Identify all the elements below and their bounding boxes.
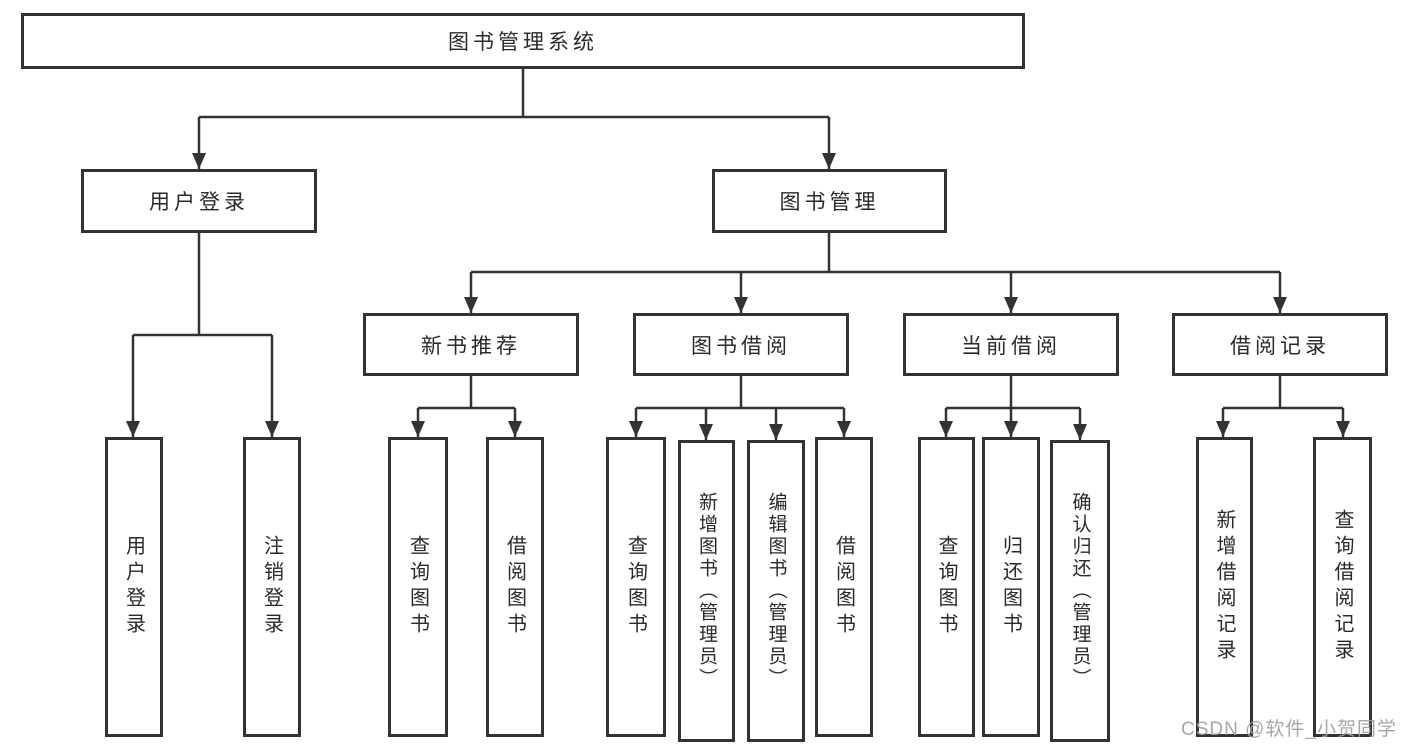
edges-current-borrow-children [939,376,1087,440]
csdn-watermark: CSDN @软件_小贺同学 [1181,719,1397,740]
node-book-borrow: 图书借阅 [633,313,849,376]
edges-new-book-recommend-children [411,376,522,437]
arrowhead [1273,297,1287,313]
edges-user-login-children [126,233,279,437]
node-root-system: 图书管理系统 [21,13,1025,69]
arrowhead [265,421,279,437]
leaf-return-books: 归还图书 [982,437,1040,737]
arrowhead [734,297,748,313]
arrowhead [1216,421,1230,437]
edges-book-management-children [464,233,1287,313]
edges-book-borrow-children [629,376,851,440]
leaf-add-borrow-record: 新增借阅记录 [1196,437,1253,737]
arrowhead [1004,297,1018,313]
arrowhead [629,421,643,437]
leaf-add-books-admin: 新增图书（管理员） [678,440,735,742]
leaf-logout: 注销登录 [243,437,301,737]
leaf-query-borrow-record: 查询借阅记录 [1313,437,1372,737]
arrowhead [464,297,478,313]
node-borrow-records: 借阅记录 [1172,313,1388,376]
arrowhead [939,421,953,437]
leaf-borrow-books-recommend: 借阅图书 [486,437,544,737]
arrowhead [837,421,851,437]
node-book-management: 图书管理 [712,169,947,233]
leaf-edit-books-admin: 编辑图书（管理员） [747,440,805,742]
leaf-borrow-books: 借阅图书 [815,437,873,737]
arrowhead [508,421,522,437]
arrowhead [699,424,713,440]
arrowhead [192,153,206,169]
node-user-login: 用户登录 [81,169,317,233]
leaf-query-books-borrow: 查询图书 [606,437,666,737]
leaf-query-books-recommend: 查询图书 [388,437,448,737]
node-current-borrow: 当前借阅 [903,313,1119,376]
arrowhead [126,421,140,437]
arrowhead [1073,424,1087,440]
edges-borrow-records-children [1216,376,1350,437]
leaf-confirm-return-admin: 确认归还（管理员） [1050,440,1110,742]
arrowhead [769,424,783,440]
node-new-book-recommend: 新书推荐 [363,313,579,376]
arrowhead [1004,421,1018,437]
arrowhead [1336,421,1350,437]
arrowhead [411,421,425,437]
arrowhead [822,153,836,169]
leaf-user-login: 用户登录 [105,437,163,737]
edges-root-to-level2 [192,69,836,169]
leaf-query-books-current: 查询图书 [918,437,975,737]
